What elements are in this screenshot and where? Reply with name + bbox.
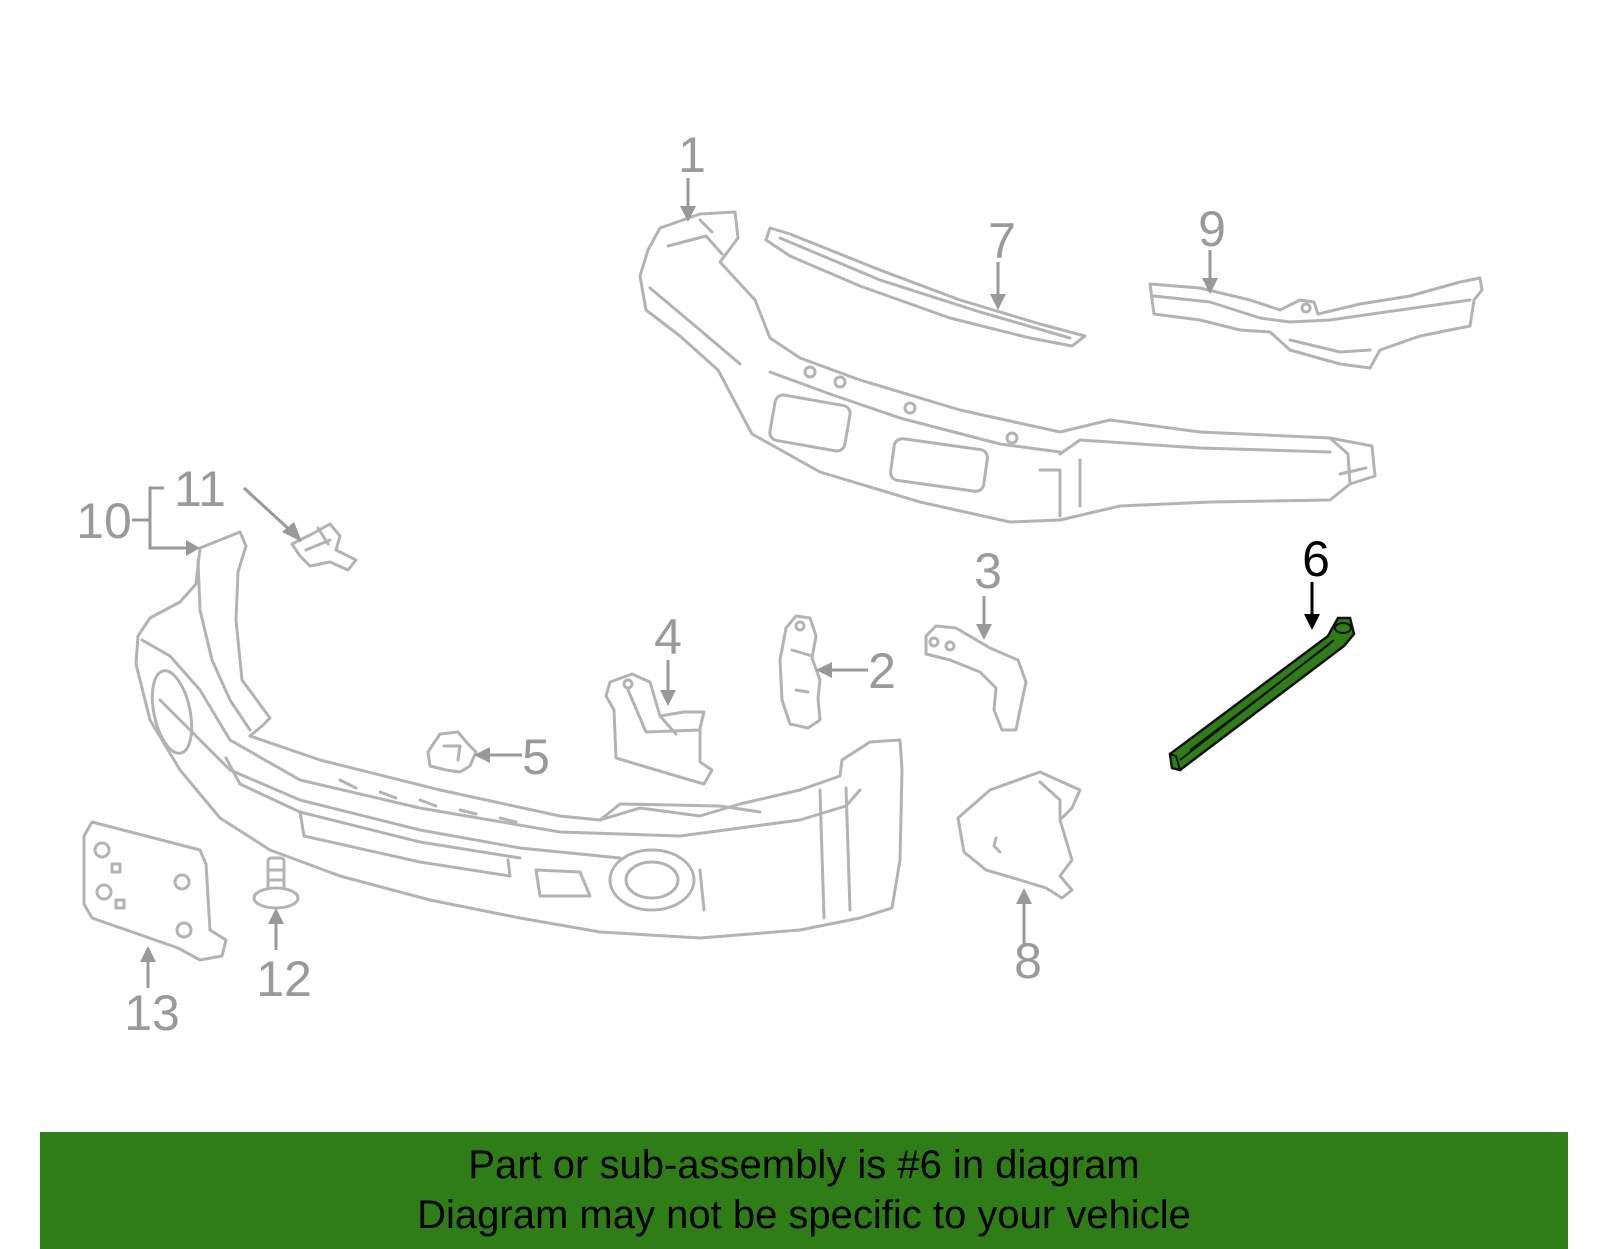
part-4-bracket[interactable] [604, 672, 714, 786]
part-13-license-bracket[interactable] [82, 820, 228, 962]
part-2-bracket[interactable] [778, 614, 822, 730]
callout-3: 3 [974, 543, 1002, 599]
part-3-strap[interactable] [924, 624, 1028, 732]
info-banner: Part or sub-assembly is #6 in diagram Di… [40, 1132, 1568, 1249]
callout-13: 13 [124, 985, 180, 1041]
part-6-reinforcement-strip[interactable] [1168, 616, 1356, 772]
part-5-retainer[interactable] [426, 730, 478, 774]
callout-10: 10 [76, 493, 132, 549]
banner-line-2: Diagram may not be specific to your vehi… [417, 1193, 1191, 1237]
callout-6: 6 [1302, 531, 1330, 587]
banner-line-1: Part or sub-assembly is #6 in diagram [468, 1143, 1140, 1187]
part-9-side-bracket[interactable] [1148, 276, 1484, 370]
callout-9: 9 [1198, 201, 1226, 257]
part-10-bumper-cover[interactable] [134, 530, 904, 940]
callout-labels: 1 7 9 10 11 3 4 2 5 8 12 13 6 [76, 127, 1330, 1041]
leader-lines [132, 178, 1320, 988]
callout-5: 5 [522, 729, 550, 785]
part-7-filler-strip[interactable] [764, 226, 1087, 348]
callout-8: 8 [1014, 933, 1042, 989]
part-11-clip[interactable] [290, 522, 358, 572]
part-12-bolt[interactable] [252, 856, 300, 910]
part-8-deflector[interactable] [956, 770, 1082, 900]
callout-4: 4 [654, 609, 682, 665]
callout-1: 1 [678, 127, 706, 183]
callout-11: 11 [174, 461, 226, 517]
callout-12: 12 [256, 951, 312, 1007]
callout-2: 2 [868, 643, 896, 699]
part-1-bumper-face-bar[interactable] [638, 210, 1377, 524]
callout-7: 7 [988, 213, 1016, 269]
